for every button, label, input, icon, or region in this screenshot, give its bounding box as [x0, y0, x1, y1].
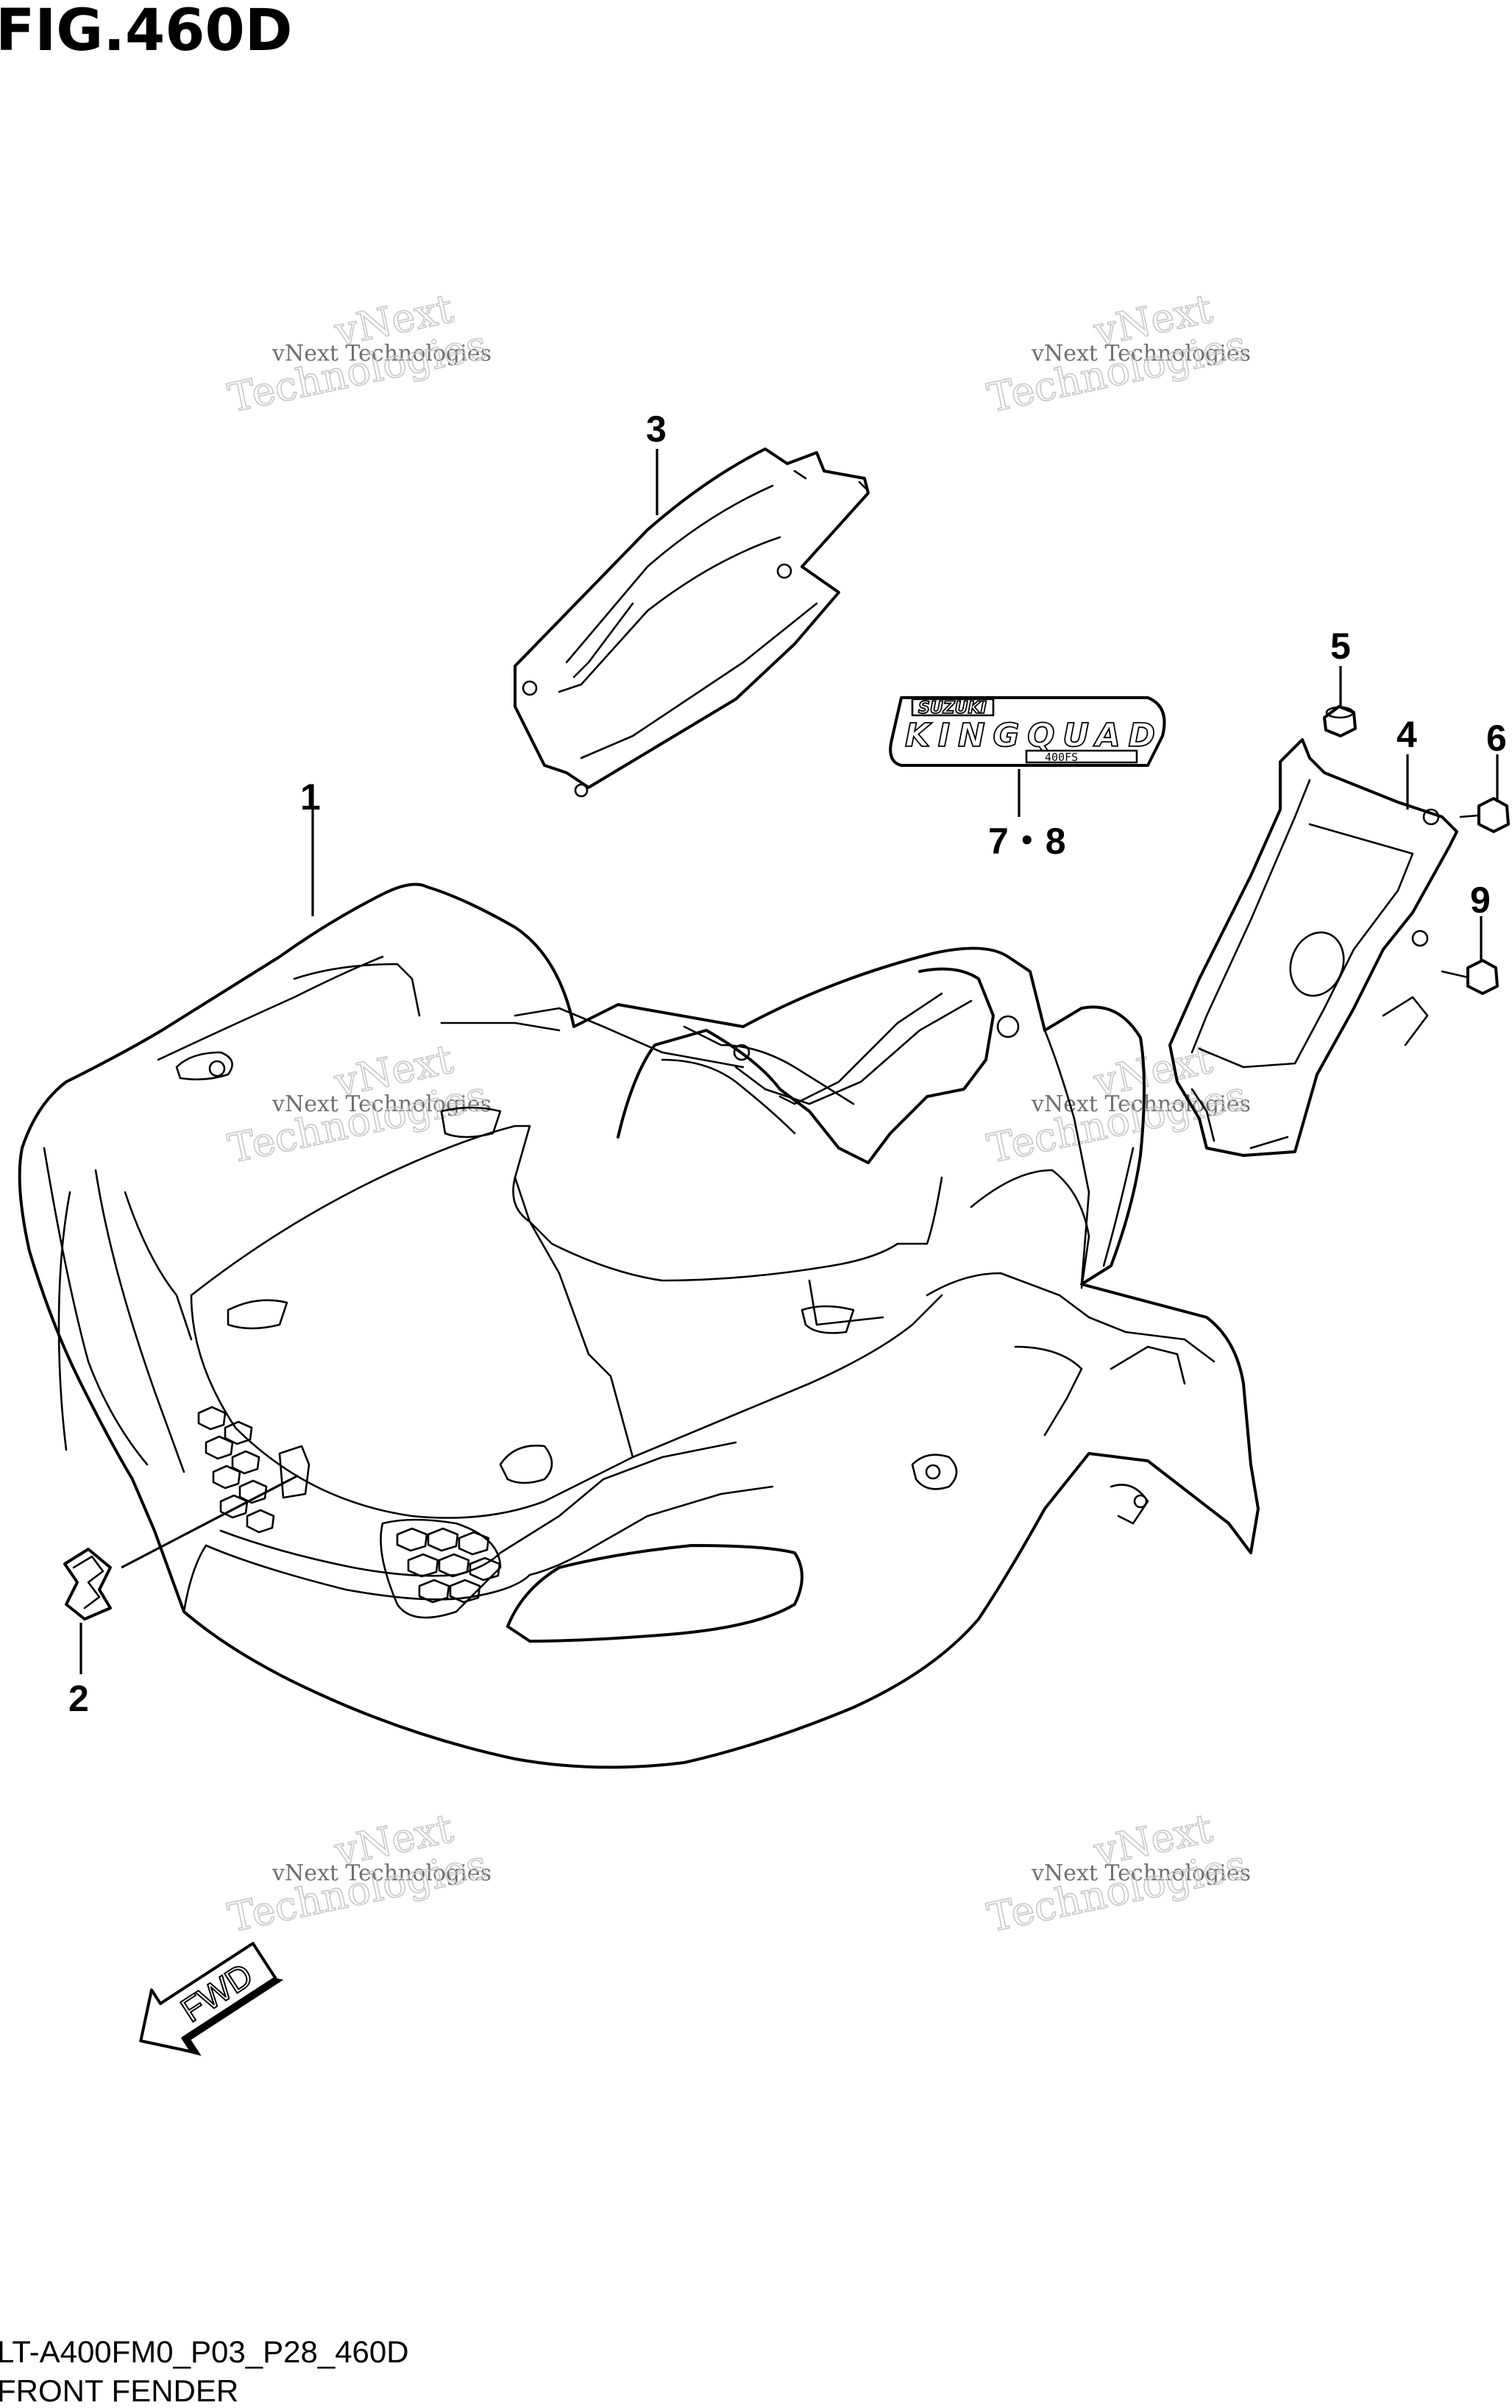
callout-6: 6: [1486, 718, 1507, 759]
fwd-direction-arrow: FWD: [139, 1941, 284, 2056]
callout-1: 1: [300, 776, 321, 818]
watermark-group-5: vNext Technologies vNext Technologies: [224, 1805, 491, 1942]
watermark-group-6: vNext Technologies vNext Technologies: [983, 1805, 1251, 1942]
watermark-group-1: vNext Technologies vNext Technologies: [224, 285, 491, 422]
leader-2b: [121, 1474, 299, 1569]
grille-lower: [396, 1527, 501, 1604]
watermark-small: vNext Technologies: [1031, 1860, 1251, 1886]
part-7-8-emblem: SUZUKI KINGQUAD 400FS: [889, 696, 1166, 767]
watermark-small: vNext Technologies: [271, 1860, 491, 1886]
watermark-small: vNext Technologies: [271, 1091, 491, 1117]
watermark-group-3: vNext Technologies vNext Technologies: [224, 1035, 491, 1173]
watermark-group-2: vNext Technologies vNext Technologies: [983, 285, 1251, 422]
callout-9: 9: [1470, 879, 1491, 921]
figure-name: FRONT FENDER: [0, 2373, 238, 2408]
callout-4: 4: [1396, 714, 1417, 755]
figure-title: FIG.460D: [0, 0, 293, 64]
callout-2: 2: [68, 1678, 89, 1719]
watermark-small: vNext Technologies: [271, 341, 491, 366]
callout-7-8: 7・8: [988, 821, 1066, 862]
part-3-side-cover: [514, 447, 870, 798]
callout-3: 3: [646, 408, 667, 450]
callout-5: 5: [1330, 626, 1351, 667]
figure-code: LT-A400FM0_P03_P28_460D: [0, 2334, 409, 2369]
part-5-nut: [1323, 705, 1357, 737]
part-4-side-cover: [1168, 738, 1458, 1157]
part-9-bolt: [1441, 959, 1499, 995]
part-6-bolt: [1459, 797, 1510, 833]
part-2-emblem: [63, 1548, 112, 1621]
emblem-sub: 400FS: [1045, 751, 1078, 764]
part-1-front-fender: [18, 882, 1260, 1769]
watermark-group-4: vNext Technologies vNext Technologies: [983, 1035, 1251, 1173]
emblem-model: KINGQUAD: [905, 717, 1155, 754]
watermark-small: vNext Technologies: [1031, 341, 1251, 366]
grille-upper: [197, 1406, 275, 1534]
emblem-brand: SUZUKI: [918, 699, 987, 718]
